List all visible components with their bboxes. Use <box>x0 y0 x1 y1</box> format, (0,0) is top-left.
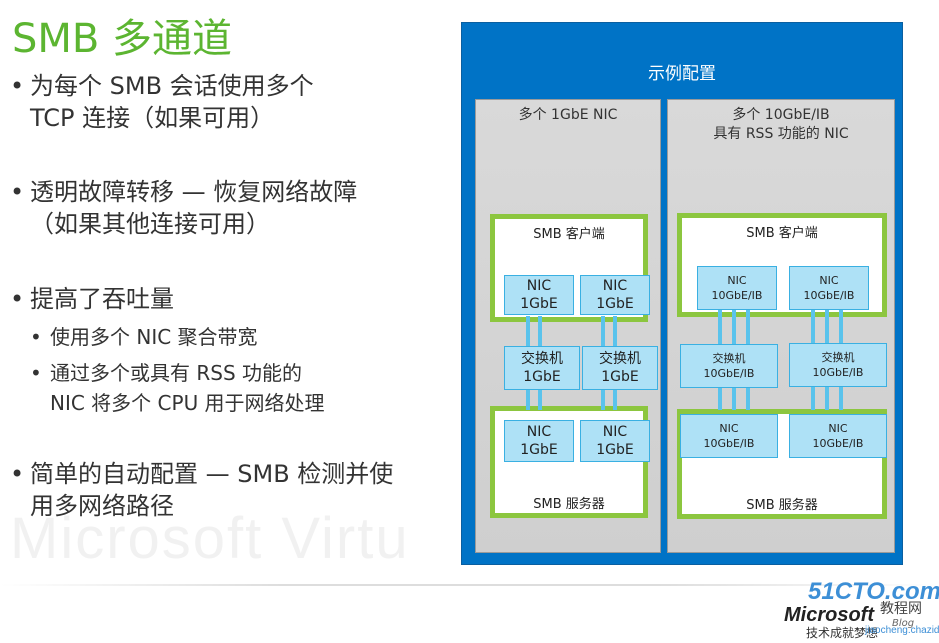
example-config-diagram: 示例配置 多个 1GbE NIC SMB 客户端 SMB 服务器 NIC 1Gb… <box>461 22 903 565</box>
bullet-item: • 提高了吞吐量 <box>10 283 174 315</box>
bullet-dot: • <box>10 178 25 206</box>
nic-label: NIC 1GbE <box>520 278 558 312</box>
tutorial-logo: 教程网 <box>880 601 922 617</box>
bullet-text: 使用多个 NIC 聚合带宽 <box>50 325 258 349</box>
server-nic: NIC 10GbE/IB <box>789 414 887 458</box>
bullet-dot: • <box>10 460 25 488</box>
bullet-text: 透明故障转移 — 恢复网络故障 （如果其他连接可用） <box>30 178 358 238</box>
bullet-dot: • <box>30 325 42 349</box>
diagram-title: 示例配置 <box>648 64 716 84</box>
server-nic: NIC 1GbE <box>580 420 650 462</box>
nic-label: NIC 10GbE/IB <box>703 422 755 450</box>
switch: 交换机 1GbE <box>582 346 658 390</box>
footer-divider <box>0 584 939 586</box>
site-logo: 51CTO.com <box>808 578 939 605</box>
tutorial-url: jiaocheng.chazidian.com <box>865 625 939 636</box>
panel-10gbe: 多个 10GbE/IB 具有 RSS 功能的 NIC SMB 客户端 SMB 服… <box>667 99 895 553</box>
bullet-text: 提高了吞吐量 <box>30 285 174 313</box>
smb-server-label: SMB 服务器 <box>746 498 818 513</box>
bullet-item: • 简单的自动配置 — SMB 检测并使 用多网络路径 <box>10 458 393 522</box>
smb-client-label: SMB 客户端 <box>533 227 605 242</box>
switch-label: 交换机 1GbE <box>521 351 563 385</box>
bullet-item: • 透明故障转移 — 恢复网络故障 （如果其他连接可用） <box>10 176 357 240</box>
smb-server-label: SMB 服务器 <box>533 497 605 512</box>
panel-title: 多个 1GbE NIC <box>518 107 618 123</box>
bullet-text: 为每个 SMB 会话使用多个 TCP 连接（如果可用） <box>30 72 314 132</box>
logo-slogan: 技术成就梦想 <box>806 626 879 640</box>
microsoft-logo: Microsoft <box>784 604 874 626</box>
bullet-text: 简单的自动配置 — SMB 检测并使 用多网络路径 <box>30 460 394 520</box>
blog-logo: Blog <box>892 618 915 629</box>
bullet-text: 通过多个或具有 RSS 功能的 NIC 将多个 CPU 用于网络处理 <box>50 361 325 415</box>
server-nic: NIC 1GbE <box>504 420 574 462</box>
nic-label: NIC 1GbE <box>596 278 634 312</box>
client-nic: NIC 10GbE/IB <box>789 266 869 310</box>
client-nic: NIC 1GbE <box>580 275 650 315</box>
watermark: Microsoft Virtu <box>10 506 410 571</box>
switch: 交换机 10GbE/IB <box>680 344 778 388</box>
slide-title: SMB 多通道 <box>12 16 233 62</box>
panel-1gbe: 多个 1GbE NIC SMB 客户端 SMB 服务器 NIC 1GbE NIC… <box>475 99 661 553</box>
smb-client-label: SMB 客户端 <box>746 226 818 241</box>
client-nic: NIC 10GbE/IB <box>697 266 777 310</box>
nic-label: NIC 1GbE <box>596 424 634 458</box>
sub-bullet-item: • 通过多个或具有 RSS 功能的 NIC 将多个 CPU 用于网络处理 <box>10 358 325 418</box>
nic-label: NIC 10GbE/IB <box>711 274 763 302</box>
bullet-dot: • <box>30 361 42 385</box>
sub-bullet-item: • 使用多个 NIC 聚合带宽 <box>10 322 258 352</box>
nic-label: NIC 10GbE/IB <box>803 274 855 302</box>
bullet-dot: • <box>10 285 25 313</box>
switch: 交换机 10GbE/IB <box>789 343 887 387</box>
client-nic: NIC 1GbE <box>504 275 574 315</box>
bullet-item: • 为每个 SMB 会话使用多个 TCP 连接（如果可用） <box>10 70 314 134</box>
nic-label: NIC 10GbE/IB <box>812 422 864 450</box>
switch: 交换机 1GbE <box>504 346 580 390</box>
panel-title: 多个 10GbE/IB 具有 RSS 功能的 NIC <box>713 107 849 142</box>
server-nic: NIC 10GbE/IB <box>680 414 778 458</box>
bullet-dot: • <box>10 72 25 100</box>
switch-label: 交换机 1GbE <box>599 351 641 385</box>
switch-label: 交换机 10GbE/IB <box>703 352 755 380</box>
switch-label: 交换机 10GbE/IB <box>812 351 864 379</box>
nic-label: NIC 1GbE <box>520 424 558 458</box>
